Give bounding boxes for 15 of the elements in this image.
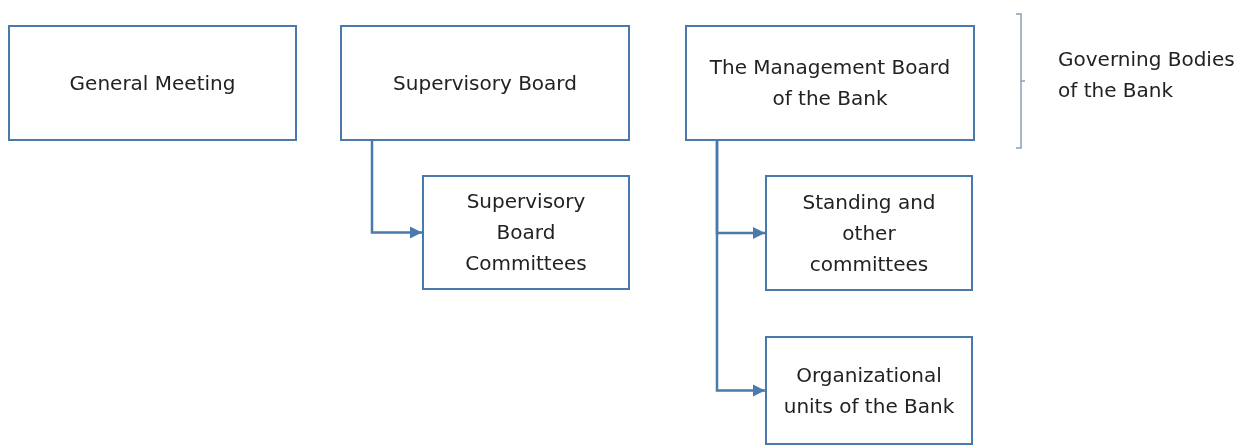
box-label: General Meeting bbox=[69, 69, 236, 97]
box-label: Standing and other committees bbox=[801, 188, 937, 278]
org-box bbox=[685, 25, 975, 141]
org-box bbox=[340, 25, 630, 141]
org-box bbox=[765, 336, 973, 445]
org-box bbox=[765, 175, 973, 291]
org-box bbox=[8, 25, 297, 141]
box-label: The Management Board of the Bank bbox=[708, 54, 952, 112]
connector-arrow bbox=[715, 141, 765, 397]
box-label: Organizational units of the Bank bbox=[782, 361, 956, 420]
box-label: Supervisory Board Committees bbox=[464, 188, 588, 277]
bracket-label: Governing Bodies of the Bank bbox=[1058, 46, 1236, 104]
box-label: Supervisory Board bbox=[393, 69, 577, 97]
connector-arrow bbox=[370, 141, 422, 239]
org-box bbox=[422, 175, 630, 290]
